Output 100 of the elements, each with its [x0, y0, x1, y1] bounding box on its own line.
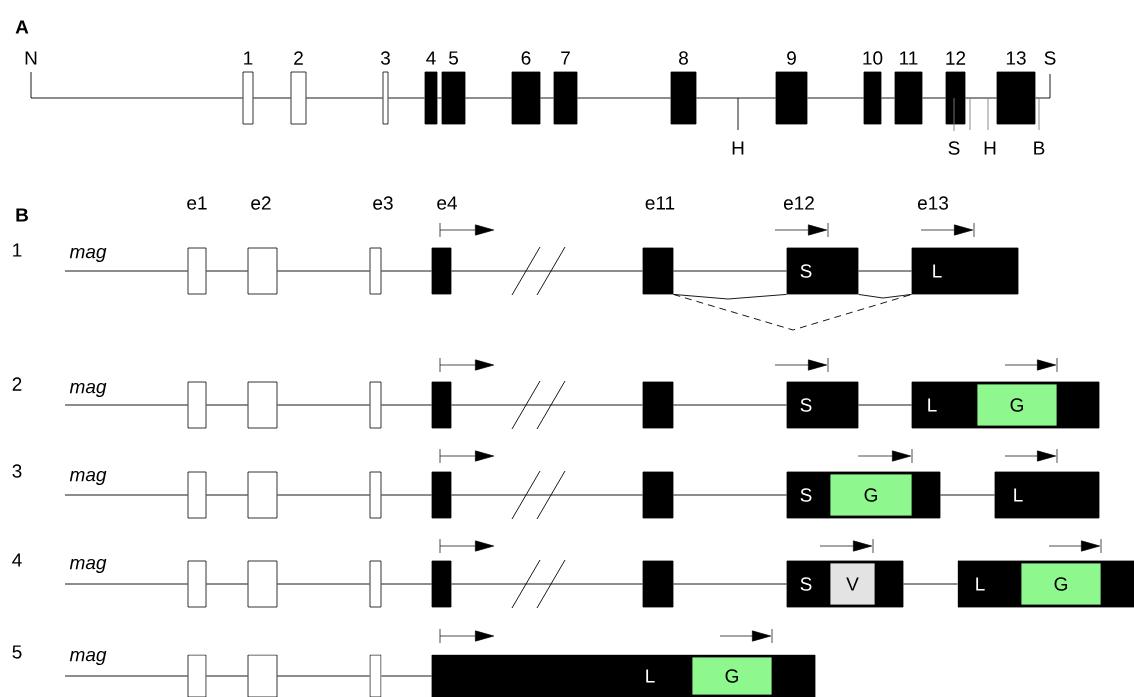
intron-line [64, 583, 189, 585]
insert-box: G [976, 383, 1058, 427]
exon-box [247, 381, 278, 429]
label-text: 5 [12, 645, 22, 659]
intron-line [380, 494, 433, 496]
label-text: S [1044, 51, 1056, 65]
intron-line [380, 404, 433, 406]
label-text: B [1034, 141, 1045, 155]
intron-line [880, 97, 896, 99]
node-label: 1 [244, 51, 253, 65]
intron-line [450, 404, 644, 406]
exon-box [187, 654, 207, 697]
exon-box [247, 560, 278, 608]
exon-box: S [786, 381, 859, 429]
intron-line [672, 494, 788, 496]
exon-box: S [786, 247, 859, 295]
exon-box [247, 471, 278, 519]
exon-box [369, 247, 382, 295]
exon-box [247, 654, 278, 697]
exon-box: 10 [863, 51, 883, 125]
label-text: A [15, 20, 29, 34]
intron-line [857, 404, 913, 406]
label-text: e2 [251, 196, 271, 210]
intron-line [539, 97, 555, 99]
exon-box [431, 381, 452, 429]
label-text: 3 [12, 464, 22, 478]
exon-box [642, 560, 674, 608]
insert-box: G [1020, 562, 1102, 606]
exon-box: 1 [242, 51, 254, 125]
exon-box: 13 [996, 51, 1036, 125]
intron-line [450, 494, 644, 496]
insert-box: G [691, 656, 773, 696]
intron-line [380, 583, 433, 585]
intron-line [464, 97, 513, 99]
intron-line [64, 675, 189, 677]
intron-line [380, 675, 433, 677]
exon-box: 12 [945, 51, 966, 125]
intron-line [64, 494, 189, 496]
exon-box: 11 [894, 51, 923, 125]
label-text: 4 [12, 553, 22, 567]
node-label: 7 [561, 51, 570, 65]
exon-box [187, 247, 207, 295]
exon-box: 3 [380, 51, 390, 125]
node-label: 8 [679, 51, 688, 65]
exon-box [642, 471, 674, 519]
exon-box [369, 381, 382, 429]
intron-line [276, 583, 371, 585]
exon-box [187, 560, 207, 608]
exon-box [369, 560, 382, 608]
node-label: 13 [1006, 51, 1026, 65]
label-text: H [984, 141, 996, 155]
intron-line [276, 404, 371, 406]
label-text: H [732, 141, 744, 155]
label-text: mag [69, 558, 107, 574]
label-text: 2 [12, 377, 22, 391]
intron-line [305, 97, 384, 99]
intron-line [276, 494, 371, 496]
intron-line [205, 494, 249, 496]
intron-line [276, 270, 371, 272]
label-text: e1 [187, 196, 207, 210]
exon-box [247, 247, 278, 295]
label-text: e3 [373, 196, 393, 210]
label-text: e11 [645, 196, 675, 210]
label-text: mag [69, 382, 107, 398]
node-label: 4 [426, 51, 436, 65]
intron-line [380, 270, 433, 272]
intron-line [576, 97, 672, 99]
node-label: 12 [946, 51, 966, 65]
exon-box [642, 247, 674, 295]
exon-box: 8 [670, 51, 697, 125]
exon-box: 6 [511, 51, 541, 125]
label-text: mag [69, 247, 107, 263]
exon-box: 5 [441, 51, 466, 125]
exon-box [369, 471, 382, 519]
intron-line [921, 97, 947, 99]
intron-line [964, 97, 998, 99]
exon-box: 4 [424, 51, 438, 125]
exon-box [187, 381, 207, 429]
intron-line [205, 583, 249, 585]
node-label: 11 [900, 51, 918, 65]
node-label: 3 [380, 51, 390, 65]
intron-line [30, 97, 244, 99]
node-label: 6 [521, 51, 531, 65]
intron-line [939, 494, 996, 496]
intron-line [672, 270, 788, 272]
intron-line [672, 583, 788, 585]
intron-line [205, 404, 249, 406]
exon-box [187, 471, 207, 519]
intron-line [695, 97, 777, 99]
intron-line [64, 404, 189, 406]
intron-line [450, 583, 644, 585]
exon-box [431, 560, 452, 608]
intron-line [64, 270, 189, 272]
label-text: mag [69, 650, 107, 666]
exon-box: L [994, 471, 1100, 519]
exon-box: 7 [553, 51, 578, 125]
exon-box: 2 [290, 51, 307, 125]
intron-line [450, 270, 644, 272]
intron-line [276, 675, 371, 677]
label-text: e4 [437, 196, 457, 210]
